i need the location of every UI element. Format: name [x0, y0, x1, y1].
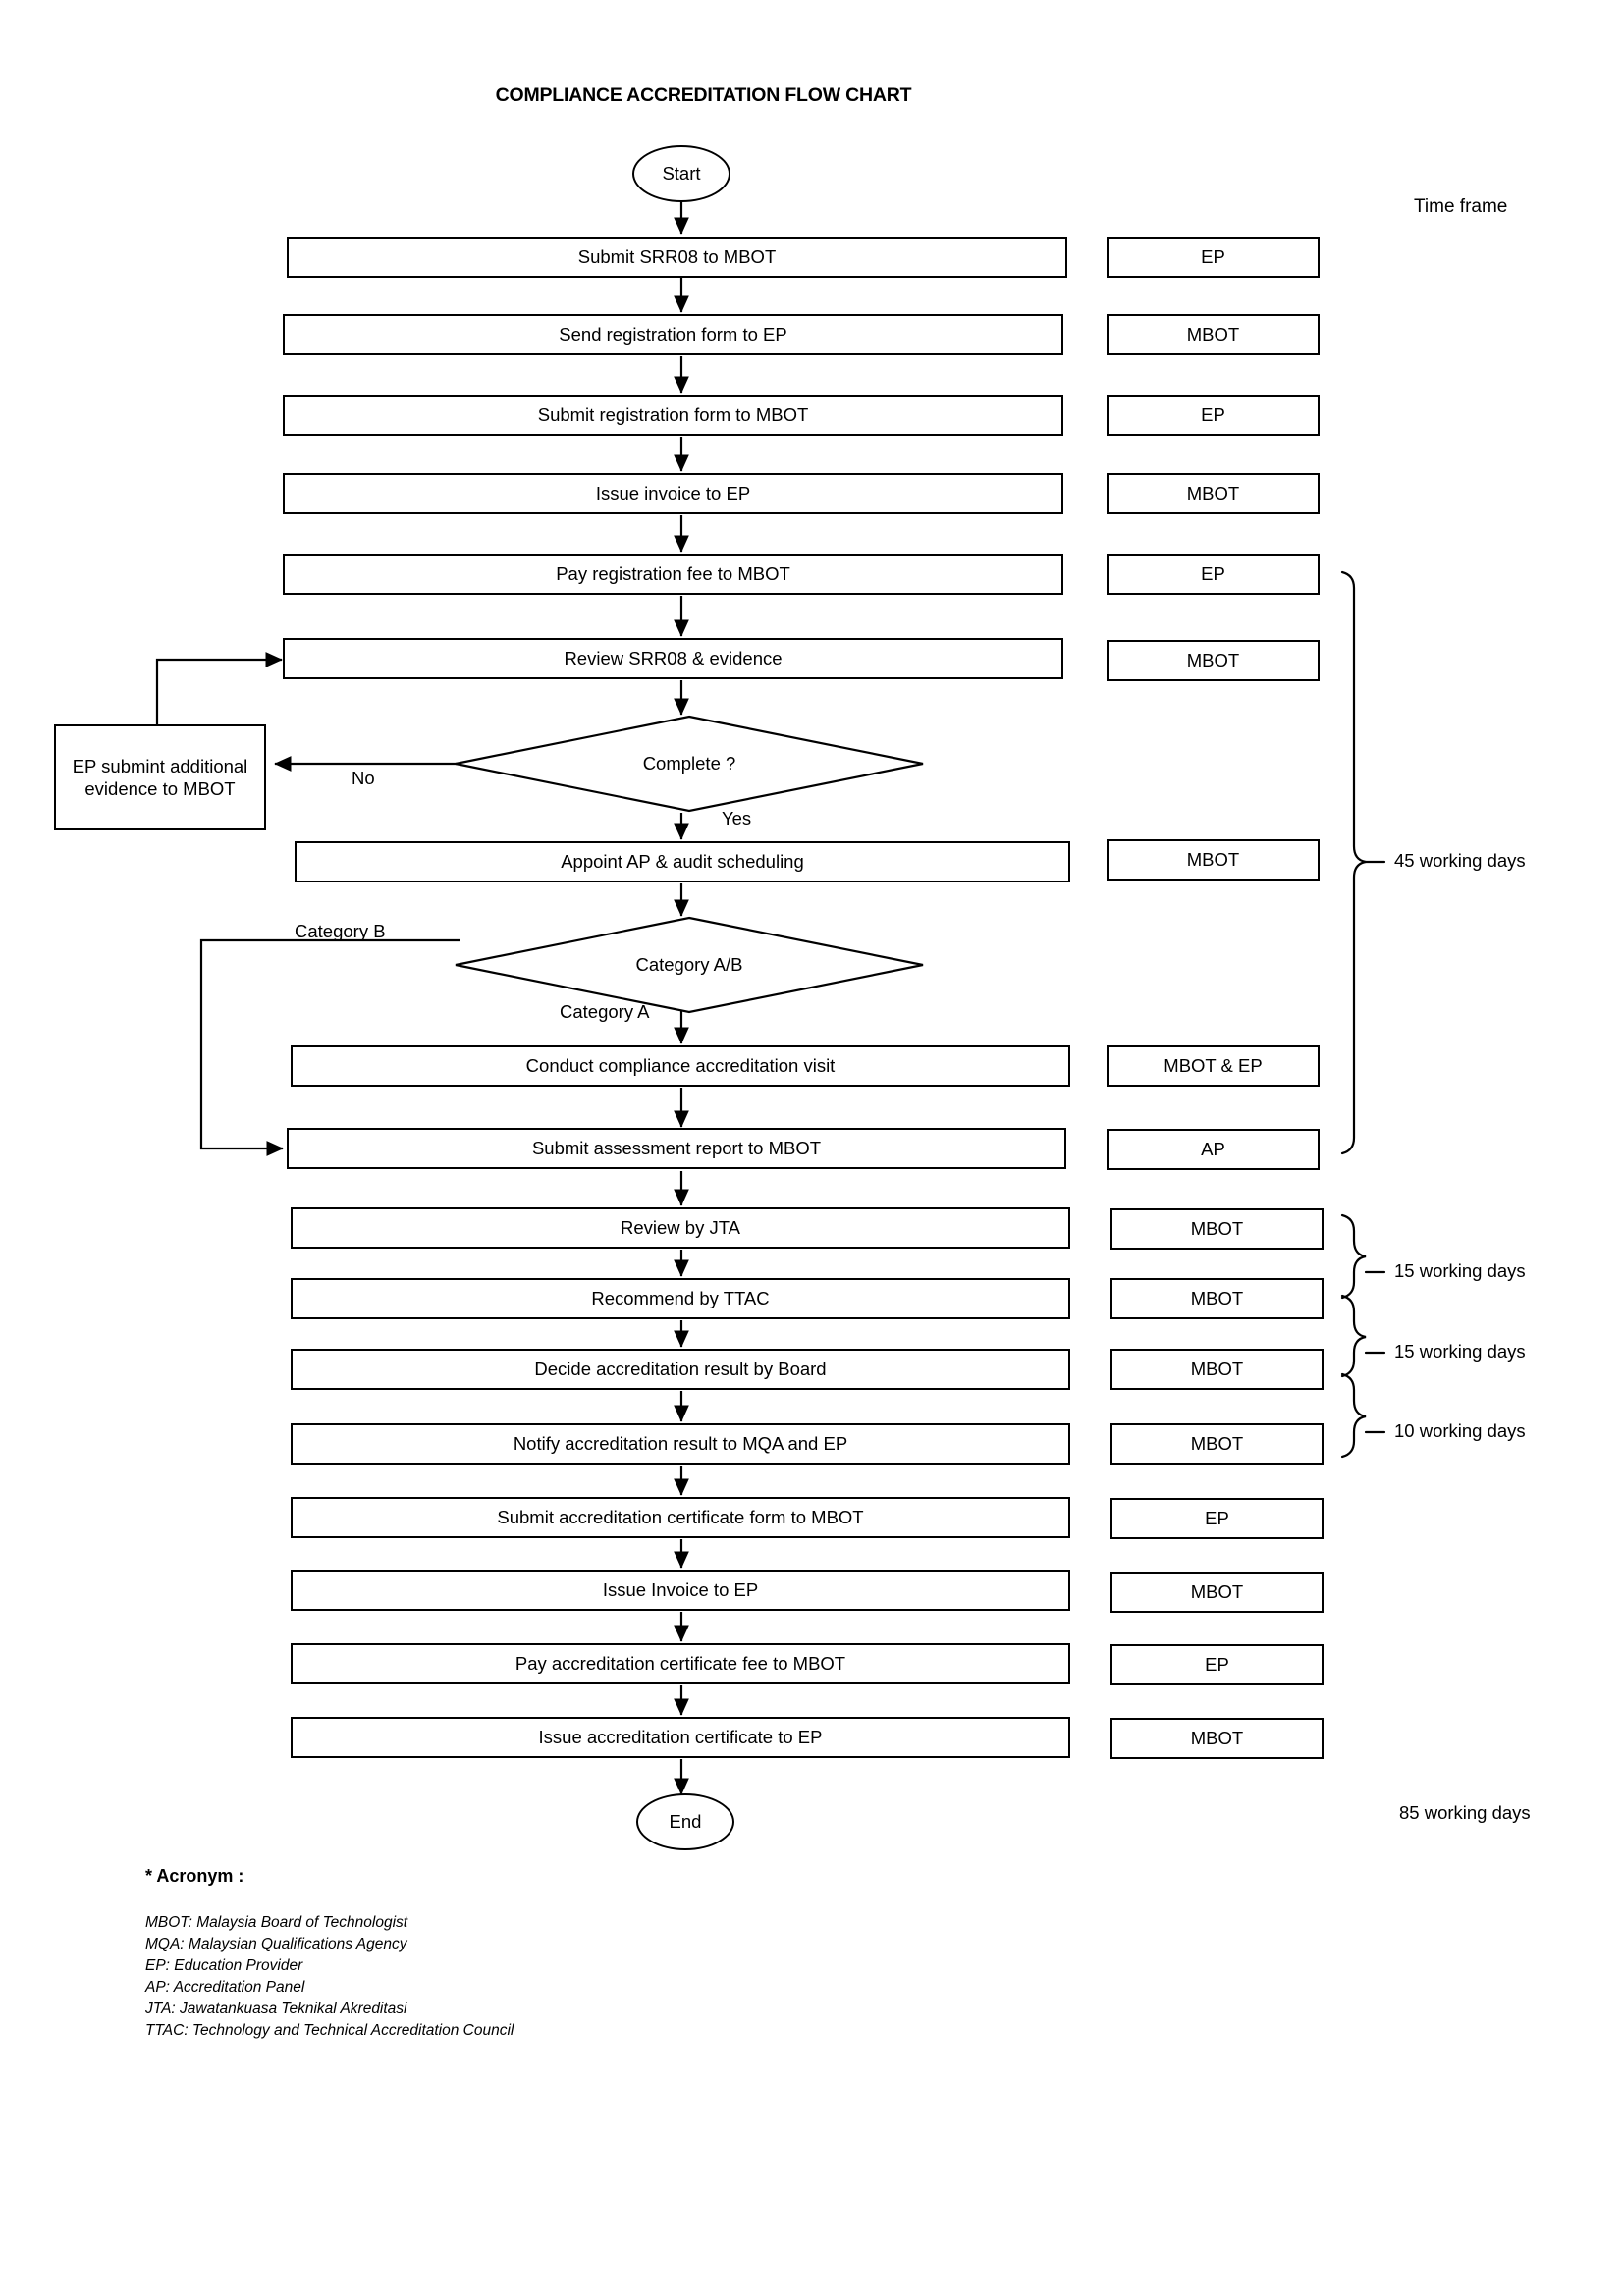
start-label: Start: [662, 163, 701, 184]
actor-box-submit-registration-form: EP: [1107, 395, 1320, 436]
acronym-item: JTA: Jawatankuasa Teknikal Akreditasi: [145, 2001, 407, 2017]
process-box-notify-accreditation-result[interactable]: Notify accreditation result to MQA and E…: [291, 1423, 1070, 1465]
actor-box-send-registration-form: MBOT: [1107, 314, 1320, 355]
process-label: Issue invoice to EP: [595, 483, 751, 505]
process-label: Submit accreditation certificate form to…: [497, 1507, 864, 1528]
rework-line-2: evidence to MBOT: [84, 778, 236, 799]
actor-label: EP: [1201, 246, 1225, 267]
actor-box-issue-certificate: MBOT: [1110, 1718, 1324, 1759]
process-label: Send registration form to EP: [559, 324, 787, 346]
timeframe-label-15a: 15 working days: [1394, 1260, 1526, 1281]
process-box-submit-certificate-form[interactable]: Submit accreditation certificate form to…: [291, 1497, 1070, 1538]
process-label: Notify accreditation result to MQA and E…: [513, 1433, 848, 1455]
process-box-submit-assessment-report[interactable]: Submit assessment report to MBOT: [287, 1128, 1066, 1169]
actor-label: MBOT: [1190, 1288, 1244, 1308]
edge-label-category-b: Category B: [295, 921, 386, 941]
process-box-ep-submit-additional-evidence[interactable]: EP submint additional evidence to MBOT: [54, 724, 266, 830]
actor-box-issue-invoice-cert: MBOT: [1110, 1572, 1324, 1613]
acronym-list: MBOT: Malaysia Board of Technologist MQA…: [145, 1912, 514, 2042]
actor-label: MBOT: [1190, 1728, 1244, 1748]
process-label: Review SRR08 & evidence: [564, 648, 783, 669]
end-terminator: End: [636, 1793, 734, 1850]
actor-label: EP: [1205, 1508, 1229, 1528]
process-label: Submit registration form to MBOT: [537, 404, 809, 426]
actor-box-review-by-jta: MBOT: [1110, 1208, 1324, 1250]
start-terminator: Start: [632, 145, 730, 202]
process-box-send-registration-form[interactable]: Send registration form to EP: [283, 314, 1063, 355]
decision-category[interactable]: Category A/B: [454, 916, 925, 1014]
acronym-item: MBOT: Malaysia Board of Technologist: [145, 1914, 408, 1931]
timeframe-label-10: 10 working days: [1394, 1420, 1526, 1441]
process-box-submit-srr08[interactable]: Submit SRR08 to MBOT: [287, 237, 1067, 278]
actor-label: EP: [1201, 563, 1225, 584]
process-label: Conduct compliance accreditation visit: [525, 1055, 836, 1077]
actor-label: MBOT: [1190, 1433, 1244, 1454]
process-box-pay-certificate-fee[interactable]: Pay accreditation certificate fee to MBO…: [291, 1643, 1070, 1684]
process-label: Review by JTA: [621, 1217, 740, 1239]
process-box-issue-invoice-cert[interactable]: Issue Invoice to EP: [291, 1570, 1070, 1611]
timeframe-label-45: 45 working days: [1394, 850, 1526, 871]
actor-box-appoint-ap: MBOT: [1107, 839, 1320, 881]
process-box-issue-certificate[interactable]: Issue accreditation certificate to EP: [291, 1717, 1070, 1758]
rework-line-1: EP submint additional: [72, 755, 248, 776]
actor-label: MBOT: [1190, 1359, 1244, 1379]
acronym-heading: * Acronym :: [145, 1866, 244, 1886]
process-label: Submit assessment report to MBOT: [531, 1138, 822, 1159]
actor-box-submit-srr08: EP: [1107, 237, 1320, 278]
page-title: COMPLIANCE ACCREDITATION FLOW CHART: [0, 84, 1623, 107]
actor-box-conduct-visit: MBOT & EP: [1107, 1045, 1320, 1087]
acronym-item: EP: Education Provider: [145, 1957, 303, 1974]
process-box-submit-registration-form[interactable]: Submit registration form to MBOT: [283, 395, 1063, 436]
process-label: Recommend by TTAC: [591, 1288, 770, 1309]
actor-label: MBOT: [1186, 849, 1240, 870]
process-box-decide-accreditation-result[interactable]: Decide accreditation result by Board: [291, 1349, 1070, 1390]
actor-label: EP: [1205, 1654, 1229, 1675]
process-box-pay-registration-fee[interactable]: Pay registration fee to MBOT: [283, 554, 1063, 595]
actor-label: EP: [1201, 404, 1225, 425]
process-label: Pay registration fee to MBOT: [556, 563, 790, 585]
edge-label-no: No: [352, 768, 375, 788]
actor-label: MBOT: [1190, 1218, 1244, 1239]
timeframe-label-15b: 15 working days: [1394, 1341, 1526, 1362]
process-box-review-by-jta[interactable]: Review by JTA: [291, 1207, 1070, 1249]
acronym-item: TTAC: Technology and Technical Accredita…: [145, 2022, 514, 2039]
acronym-item: AP: Accreditation Panel: [145, 1979, 305, 1996]
actor-label: MBOT: [1186, 324, 1240, 345]
actor-box-pay-certificate-fee: EP: [1110, 1644, 1324, 1685]
edge-label-category-a: Category A: [560, 1001, 650, 1022]
process-label: Submit SRR08 to MBOT: [577, 246, 777, 268]
end-label: End: [669, 1811, 702, 1832]
actor-box-review-srr08-evidence: MBOT: [1107, 640, 1320, 681]
timeframe-total-label: 85 working days: [1399, 1802, 1531, 1823]
acronym-item: MQA: Malaysian Qualifications Agency: [145, 1936, 407, 1952]
actor-box-pay-registration-fee: EP: [1107, 554, 1320, 595]
actor-label: MBOT: [1186, 650, 1240, 670]
edge-label-yes: Yes: [722, 808, 752, 828]
actor-label: MBOT: [1190, 1581, 1244, 1602]
process-box-appoint-ap-audit-scheduling[interactable]: Appoint AP & audit scheduling: [295, 841, 1070, 882]
actor-box-submit-assessment-report: AP: [1107, 1129, 1320, 1170]
process-box-recommend-by-ttac[interactable]: Recommend by TTAC: [291, 1278, 1070, 1319]
process-label: Issue accreditation certificate to EP: [538, 1727, 823, 1748]
actor-box-submit-certificate-form: EP: [1110, 1498, 1324, 1539]
process-box-review-srr08-evidence[interactable]: Review SRR08 & evidence: [283, 638, 1063, 679]
process-box-conduct-compliance-visit[interactable]: Conduct compliance accreditation visit: [291, 1045, 1070, 1087]
timeframe-header: Time frame: [1414, 196, 1508, 217]
actor-label: MBOT: [1186, 483, 1240, 504]
process-label: Decide accreditation result by Board: [534, 1359, 827, 1380]
process-label: Issue Invoice to EP: [602, 1579, 759, 1601]
process-label: Appoint AP & audit scheduling: [561, 851, 804, 873]
actor-box-decide-result: MBOT: [1110, 1349, 1324, 1390]
page-title-text: COMPLIANCE ACCREDITATION FLOW CHART: [495, 84, 912, 106]
actor-box-notify-result: MBOT: [1110, 1423, 1324, 1465]
process-label: Pay accreditation certificate fee to MBO…: [514, 1653, 846, 1675]
actor-box-issue-invoice: MBOT: [1107, 473, 1320, 514]
actor-box-recommend-by-ttac: MBOT: [1110, 1278, 1324, 1319]
process-box-issue-invoice[interactable]: Issue invoice to EP: [283, 473, 1063, 514]
decision-complete[interactable]: Complete ?: [454, 715, 925, 813]
actor-label: MBOT & EP: [1163, 1055, 1263, 1076]
actor-label: AP: [1201, 1139, 1225, 1159]
